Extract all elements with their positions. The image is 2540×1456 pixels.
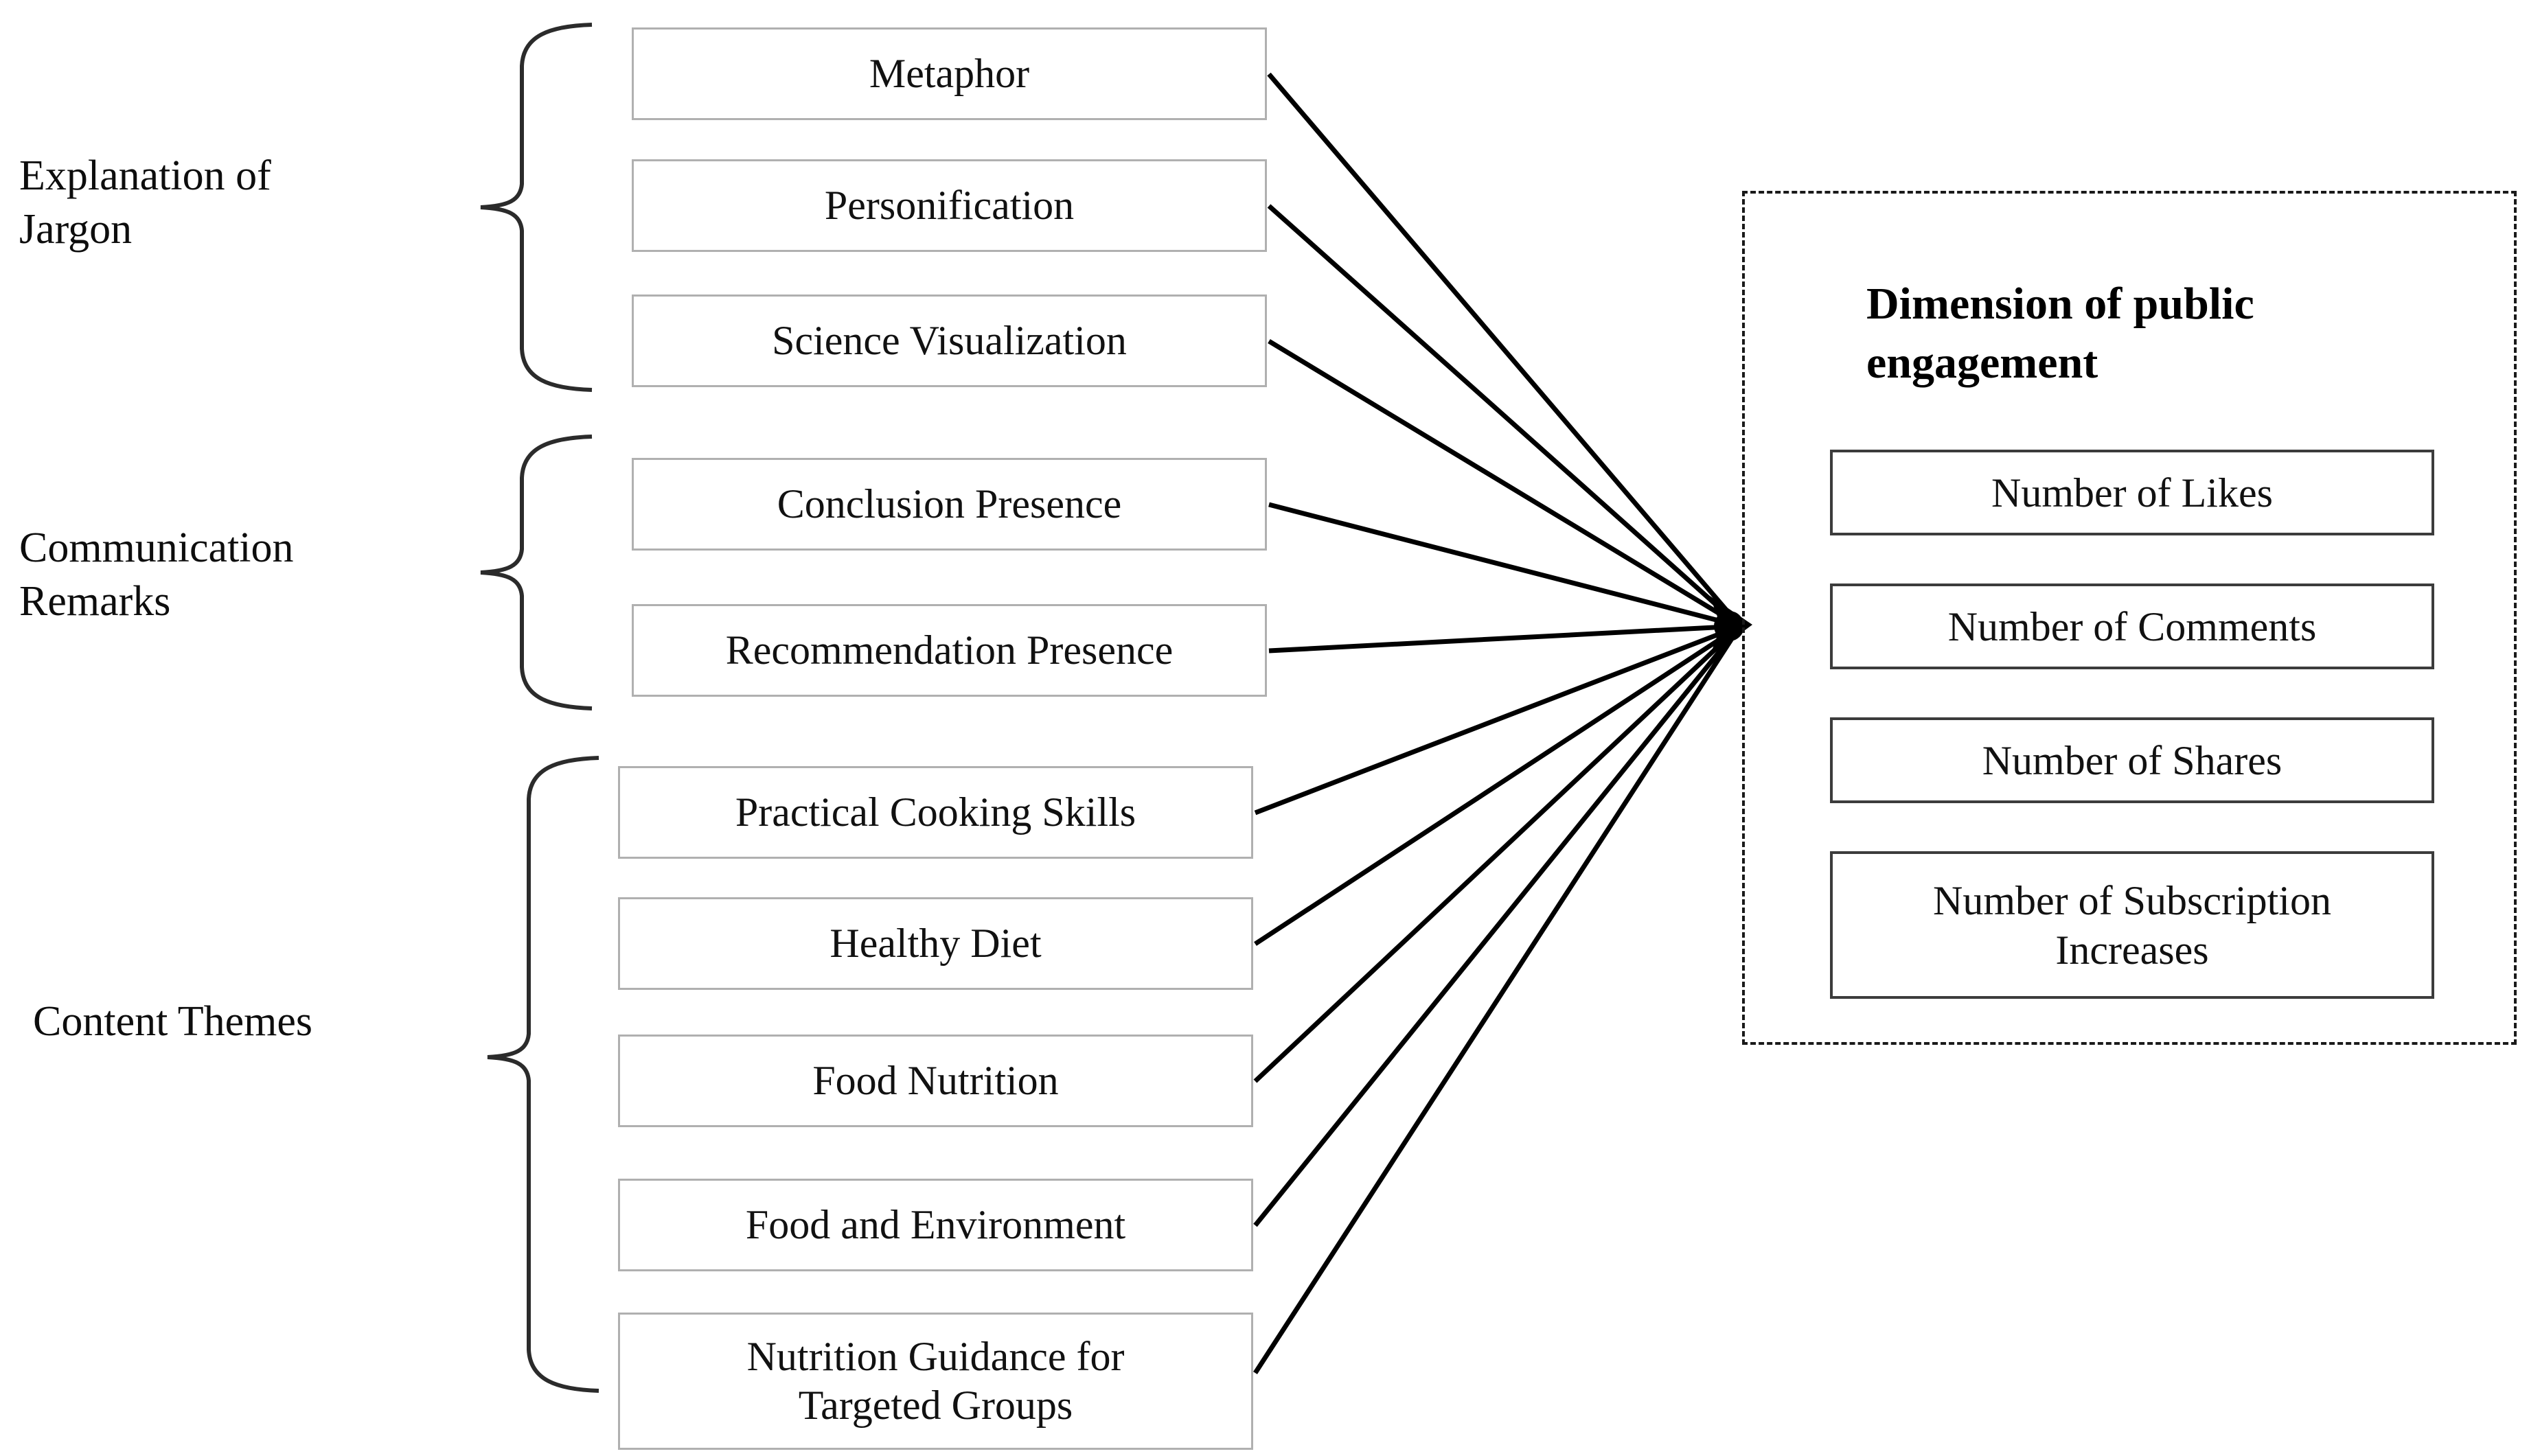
outcome-number-of-comments[interactable]: Number of Comments: [1830, 583, 2434, 669]
line-healthy-diet-to-engagement: [1254, 624, 1741, 946]
node-food-nutrition-label: Food Nutrition: [812, 1058, 1059, 1104]
outcome-number-of-likes-label: Number of Likes: [1991, 470, 2273, 516]
node-healthy-diet-label: Healthy Diet: [829, 921, 1042, 967]
node-food-and-environment-label: Food and Environment: [745, 1202, 1126, 1248]
line-food-nutrition-to-engagement: [1253, 624, 1742, 1083]
engagement-panel: [1742, 191, 2517, 1045]
brace-content-themes: [487, 756, 599, 1393]
node-practical-cooking-skills-label: Practical Cooking Skills: [735, 789, 1136, 835]
outcome-number-of-shares[interactable]: Number of Shares: [1830, 717, 2434, 803]
node-personification-label: Personification: [824, 183, 1075, 229]
line-conclusion-presence-to-engagement: [1268, 502, 1741, 629]
line-nutrition-guidance-to-engagement: [1253, 625, 1742, 1374]
node-conclusion-presence[interactable]: Conclusion Presence: [632, 458, 1267, 551]
line-practical-cooking-skills-to-engagement: [1254, 623, 1741, 816]
node-nutrition-guidance-for-targeted-groups-label: Nutrition Guidance for Targeted Groups: [746, 1334, 1125, 1428]
node-metaphor[interactable]: Metaphor: [632, 27, 1267, 120]
brace-communication-remarks: [480, 435, 593, 710]
node-conclusion-presence-label: Conclusion Presence: [777, 481, 1122, 527]
engagement-panel-title: Dimension of public engagement: [1866, 279, 2254, 388]
convergence-arrowhead: [1710, 596, 1752, 656]
node-food-nutrition[interactable]: Food Nutrition: [618, 1035, 1253, 1127]
line-food-and-environment-to-engagement: [1253, 624, 1742, 1227]
node-healthy-diet[interactable]: Healthy Diet: [618, 897, 1253, 990]
node-science-visualization-label: Science Visualization: [772, 318, 1127, 364]
line-metaphor-to-engagement: [1267, 72, 1742, 628]
node-science-visualization[interactable]: Science Visualization: [632, 294, 1267, 387]
outcome-number-of-subscription-increases[interactable]: Number of Subscription Increases: [1830, 851, 2434, 999]
group-label-explanation-of-jargon: Explanation of Jargon: [19, 152, 271, 253]
brace-explanation-of-jargon: [480, 23, 593, 392]
line-recommendation-presence-to-engagement: [1268, 623, 1741, 654]
node-recommendation-presence[interactable]: Recommendation Presence: [632, 604, 1267, 697]
outcome-number-of-shares-label: Number of Shares: [1982, 737, 2282, 783]
outcome-number-of-subscription-increases-label: Number of Subscription Increases: [1933, 877, 2331, 973]
node-recommendation-presence-label: Recommendation Presence: [725, 627, 1174, 673]
node-food-and-environment[interactable]: Food and Environment: [618, 1179, 1253, 1271]
node-metaphor-label: Metaphor: [869, 51, 1030, 97]
connector-lines: [1253, 72, 1742, 1374]
group-label-content-themes: Content Themes: [33, 998, 312, 1045]
line-personification-to-engagement: [1267, 204, 1742, 628]
node-personification[interactable]: Personification: [632, 159, 1267, 252]
outcome-number-of-likes[interactable]: Number of Likes: [1830, 450, 2434, 535]
group-label-communication-remarks: Communication Remarks: [19, 524, 294, 625]
node-practical-cooking-skills[interactable]: Practical Cooking Skills: [618, 766, 1253, 859]
node-nutrition-guidance-for-targeted-groups[interactable]: Nutrition Guidance for Targeted Groups: [618, 1313, 1253, 1450]
outcome-number-of-comments-label: Number of Comments: [1947, 603, 2317, 649]
line-science-visualization-to-engagement: [1268, 339, 1741, 628]
